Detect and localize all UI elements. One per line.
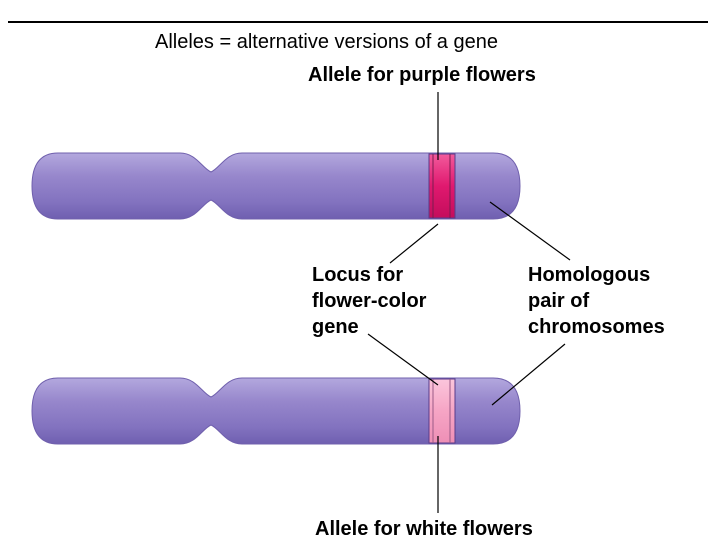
- locus-label-line: Locus for: [312, 264, 404, 286]
- chromosome-bottom: [31, 377, 521, 445]
- chromosome-bottom-body: [31, 377, 521, 445]
- homologous-pair-label: Homologous pair of chromosomes: [528, 262, 665, 340]
- homologous-label-line: pair of: [528, 290, 590, 312]
- locus-label: Locus for flower-color gene: [312, 262, 426, 340]
- leader-locus-top: [389, 223, 439, 264]
- chromosome-top-body: [31, 152, 521, 220]
- title-rule: [8, 21, 708, 23]
- homologous-label-line: chromosomes: [528, 316, 665, 338]
- leader-homologous-top: [489, 201, 571, 261]
- leader-lines: [367, 92, 571, 513]
- homologous-label-line: Homologous: [528, 264, 651, 286]
- locus-label-line: gene: [312, 316, 359, 338]
- locus-label-line: flower-color: [312, 290, 427, 312]
- leader-homologous-bottom: [491, 343, 566, 406]
- chromosome-top: [31, 152, 521, 220]
- slide-title: Alleles = alternative versions of a gene: [155, 31, 498, 53]
- leader-locus-bottom: [367, 333, 439, 386]
- allele-purple-label: Allele for purple flowers: [308, 64, 536, 86]
- allele-white-label: Allele for white flowers: [315, 518, 533, 540]
